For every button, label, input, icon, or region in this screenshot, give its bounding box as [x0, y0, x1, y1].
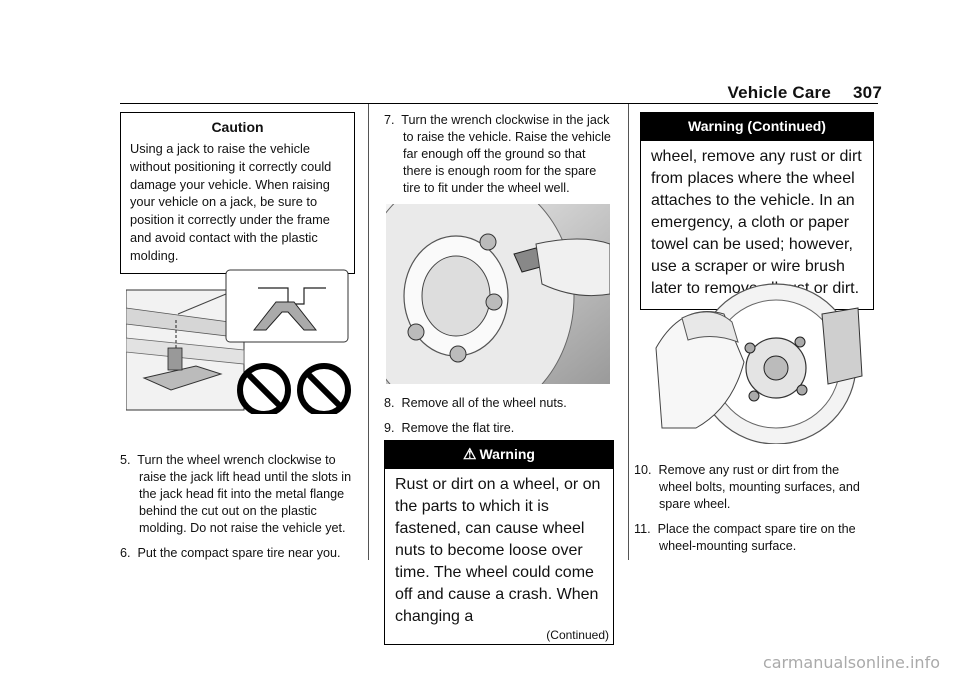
step-number: 11. [634, 522, 651, 536]
warning-continued-title: Warning (Continued) [641, 113, 873, 141]
page-header: Vehicle Care 307 [728, 83, 883, 103]
step-number: 9. [384, 421, 395, 435]
step-number: 8. [384, 396, 395, 410]
page-number: 307 [853, 83, 882, 102]
column-left: Caution Using a jack to raise the vehicl… [120, 112, 355, 274]
step-8: 8. Remove all of the wheel nuts. [384, 395, 612, 412]
wheel-nut-removal-illustration [386, 204, 610, 384]
caution-title: Caution [211, 119, 264, 135]
warning-title: Warning [479, 446, 535, 462]
step-text: Turn the wheel wrench clockwise to raise… [137, 453, 352, 535]
caution-box: Caution Using a jack to raise the vehicl… [120, 112, 355, 274]
step-text: Turn the wrench clockwise in the jack to… [401, 113, 611, 195]
column-middle-warning: ⚠Warning Rust or dirt on a wheel, or on … [384, 440, 614, 645]
jack-position-illustration [126, 269, 351, 414]
warning-icon: ⚠ [463, 446, 477, 463]
step-number: 10. [634, 463, 652, 477]
column-right-warning: Warning (Continued) wheel, remove any ru… [640, 112, 874, 310]
column-middle-steps: 8. Remove all of the wheel nuts. 9. Remo… [384, 395, 612, 445]
step-number: 7. [384, 113, 395, 127]
step-number: 5. [120, 453, 131, 467]
step-6: 6. Put the compact spare tire near you. [120, 545, 358, 562]
warning-continued-box: Warning (Continued) wheel, remove any ru… [640, 112, 874, 310]
step-text: Remove the flat tire. [401, 421, 515, 435]
watermark: carmanualsonline.info [762, 653, 940, 672]
step-text: Remove all of the wheel nuts. [401, 396, 567, 410]
column-divider-1 [368, 104, 369, 560]
caution-body: Using a jack to raise the vehicle withou… [130, 141, 332, 263]
step-text: Put the compact spare tire near you. [137, 546, 341, 560]
step-9: 9. Remove the flat tire. [384, 420, 612, 437]
step-5: 5. Turn the wheel wrench clockwise to ra… [120, 452, 358, 537]
warning-continued: (Continued) [546, 628, 609, 642]
warning-header: ⚠Warning [385, 441, 613, 469]
warning-continued-body: wheel, remove any rust or dirt from plac… [651, 148, 862, 297]
header-rule [120, 103, 878, 104]
step-7: 7. Turn the wrench clockwise in the jack… [384, 112, 612, 197]
step-number: 6. [120, 546, 131, 560]
column-middle-step7: 7. Turn the wrench clockwise in the jack… [384, 112, 612, 205]
step-text: Place the compact spare tire on the whee… [657, 522, 856, 553]
column-left-steps: 5. Turn the wheel wrench clockwise to ra… [120, 452, 358, 570]
step-11: 11. Place the compact spare tire on the … [634, 521, 872, 555]
step-10: 10. Remove any rust or dirt from the whe… [634, 462, 872, 513]
column-divider-2 [628, 104, 629, 560]
section-title: Vehicle Care [727, 83, 832, 102]
hub-cleaning-illustration [655, 283, 863, 444]
warning-body: Rust or dirt on a wheel, or on the parts… [395, 476, 601, 625]
warning-box: ⚠Warning Rust or dirt on a wheel, or on … [384, 440, 614, 645]
step-text: Remove any rust or dirt from the wheel b… [658, 463, 860, 511]
column-right-steps: 10. Remove any rust or dirt from the whe… [634, 462, 872, 563]
